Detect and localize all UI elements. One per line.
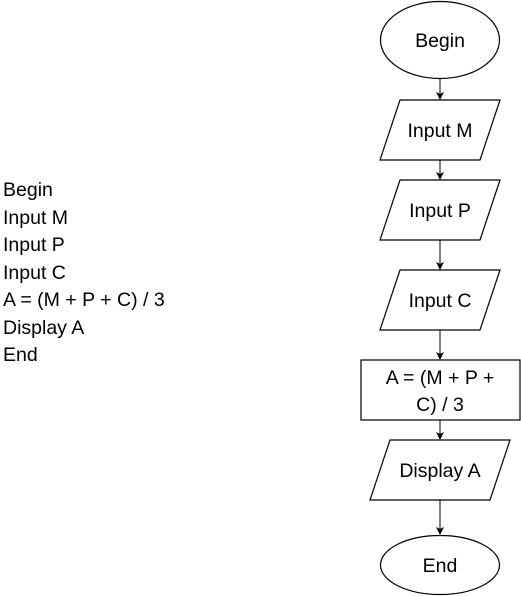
compute-label-line1: A = (M + P + — [386, 367, 495, 389]
display-a-node: Display A — [369, 439, 511, 501]
input-m-label: Input M — [407, 120, 472, 142]
begin-terminator: Begin — [379, 0, 501, 80]
input-m-node: Input M — [379, 99, 501, 161]
begin-label: Begin — [415, 30, 465, 52]
display-a-label: Display A — [399, 460, 480, 482]
compute-label-line2: C) / 3 — [416, 394, 464, 416]
pseudocode-line: Input M — [3, 206, 69, 229]
pseudocode-line: Begin — [3, 179, 53, 201]
end-label: End — [423, 555, 458, 577]
input-p-node: Input P — [379, 179, 501, 241]
compute-average-process: A = (M + P + C) / 3 — [360, 359, 521, 421]
input-c-label: Input C — [409, 290, 472, 312]
pseudocode-list: Begin Input M Input P Input C A = (M + P… — [3, 177, 165, 370]
pseudocode-line: End — [3, 344, 38, 366]
input-c-node: Input C — [379, 269, 501, 331]
pseudocode-line: Input P — [3, 234, 65, 256]
input-p-label: Input P — [409, 200, 471, 222]
end-terminator: End — [379, 534, 501, 596]
pseudocode-line: Display A — [3, 316, 85, 339]
pseudocode-line: A = (M + P + C) / 3 — [3, 289, 165, 311]
pseudocode-line: Input C — [3, 261, 66, 284]
